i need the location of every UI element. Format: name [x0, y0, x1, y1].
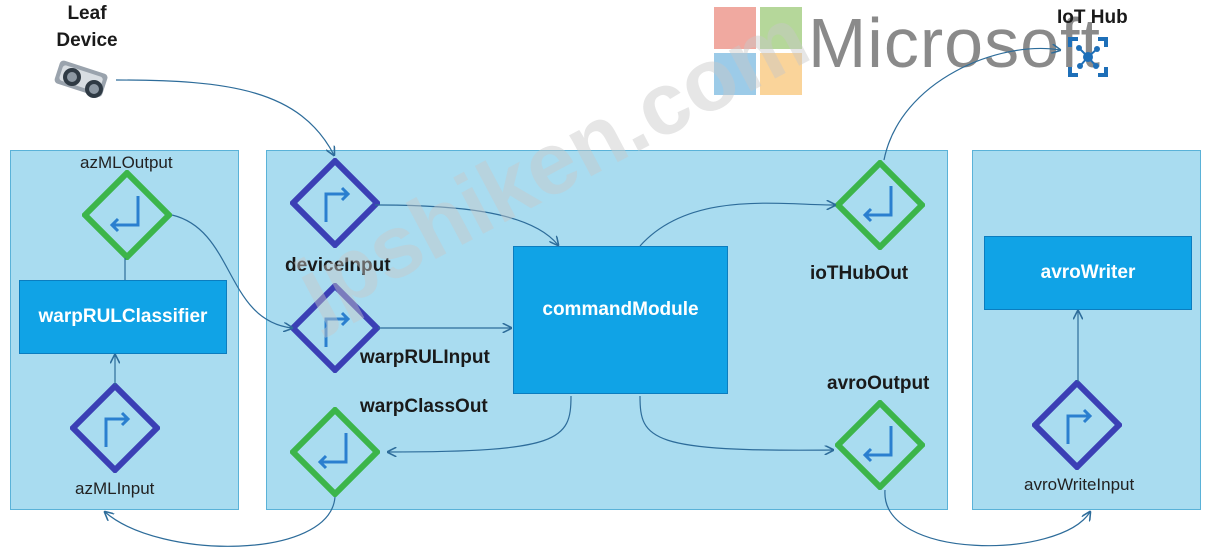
microsoft-logo-icon	[714, 7, 802, 95]
sensor-icon	[52, 55, 116, 107]
device-input-endpoint[interactable]	[290, 158, 380, 248]
command-module[interactable]: commandModule	[513, 246, 728, 394]
az-ml-output-endpoint[interactable]	[82, 170, 172, 260]
warp-rul-input-endpoint[interactable]	[290, 283, 380, 373]
leaf-device-text: Leaf Device	[56, 3, 118, 51]
avro-output-endpoint[interactable]	[835, 400, 925, 490]
warp-class-out-label: warpClassOut	[360, 396, 488, 417]
command-module-label: commandModule	[542, 299, 699, 320]
az-ml-input-label: azMLInput	[75, 479, 155, 498]
warp-rul-input-label: warpRULInput	[360, 347, 490, 368]
avro-write-input-endpoint[interactable]	[1032, 380, 1122, 470]
avro-writer-label: avroWriter	[1040, 262, 1136, 283]
iothub-out-label: ioTHubOut	[810, 263, 909, 284]
device-input-label: deviceInput	[285, 255, 391, 276]
warp-class-out-endpoint[interactable]	[290, 407, 380, 497]
avro-writer-module[interactable]: avroWriter	[984, 236, 1192, 310]
iothub-out-endpoint[interactable]	[835, 160, 925, 250]
iot-hub-icon[interactable]	[1066, 35, 1110, 79]
warp-rul-classifier-label: warpRULClassifier	[38, 306, 208, 327]
az-ml-input-endpoint[interactable]	[70, 383, 160, 473]
leaf-device-label: Leaf Device	[52, 0, 122, 54]
az-ml-output-label: azMLOutput	[80, 153, 173, 172]
iot-hub-label: IoT Hub	[1057, 7, 1128, 28]
avro-output-label: avroOutput	[827, 373, 930, 394]
warp-rul-classifier-module[interactable]: warpRULClassifier	[19, 280, 227, 354]
avro-write-input-label: avroWriteInput	[1024, 475, 1135, 494]
route-leaf-to-device-input	[115, 79, 334, 155]
